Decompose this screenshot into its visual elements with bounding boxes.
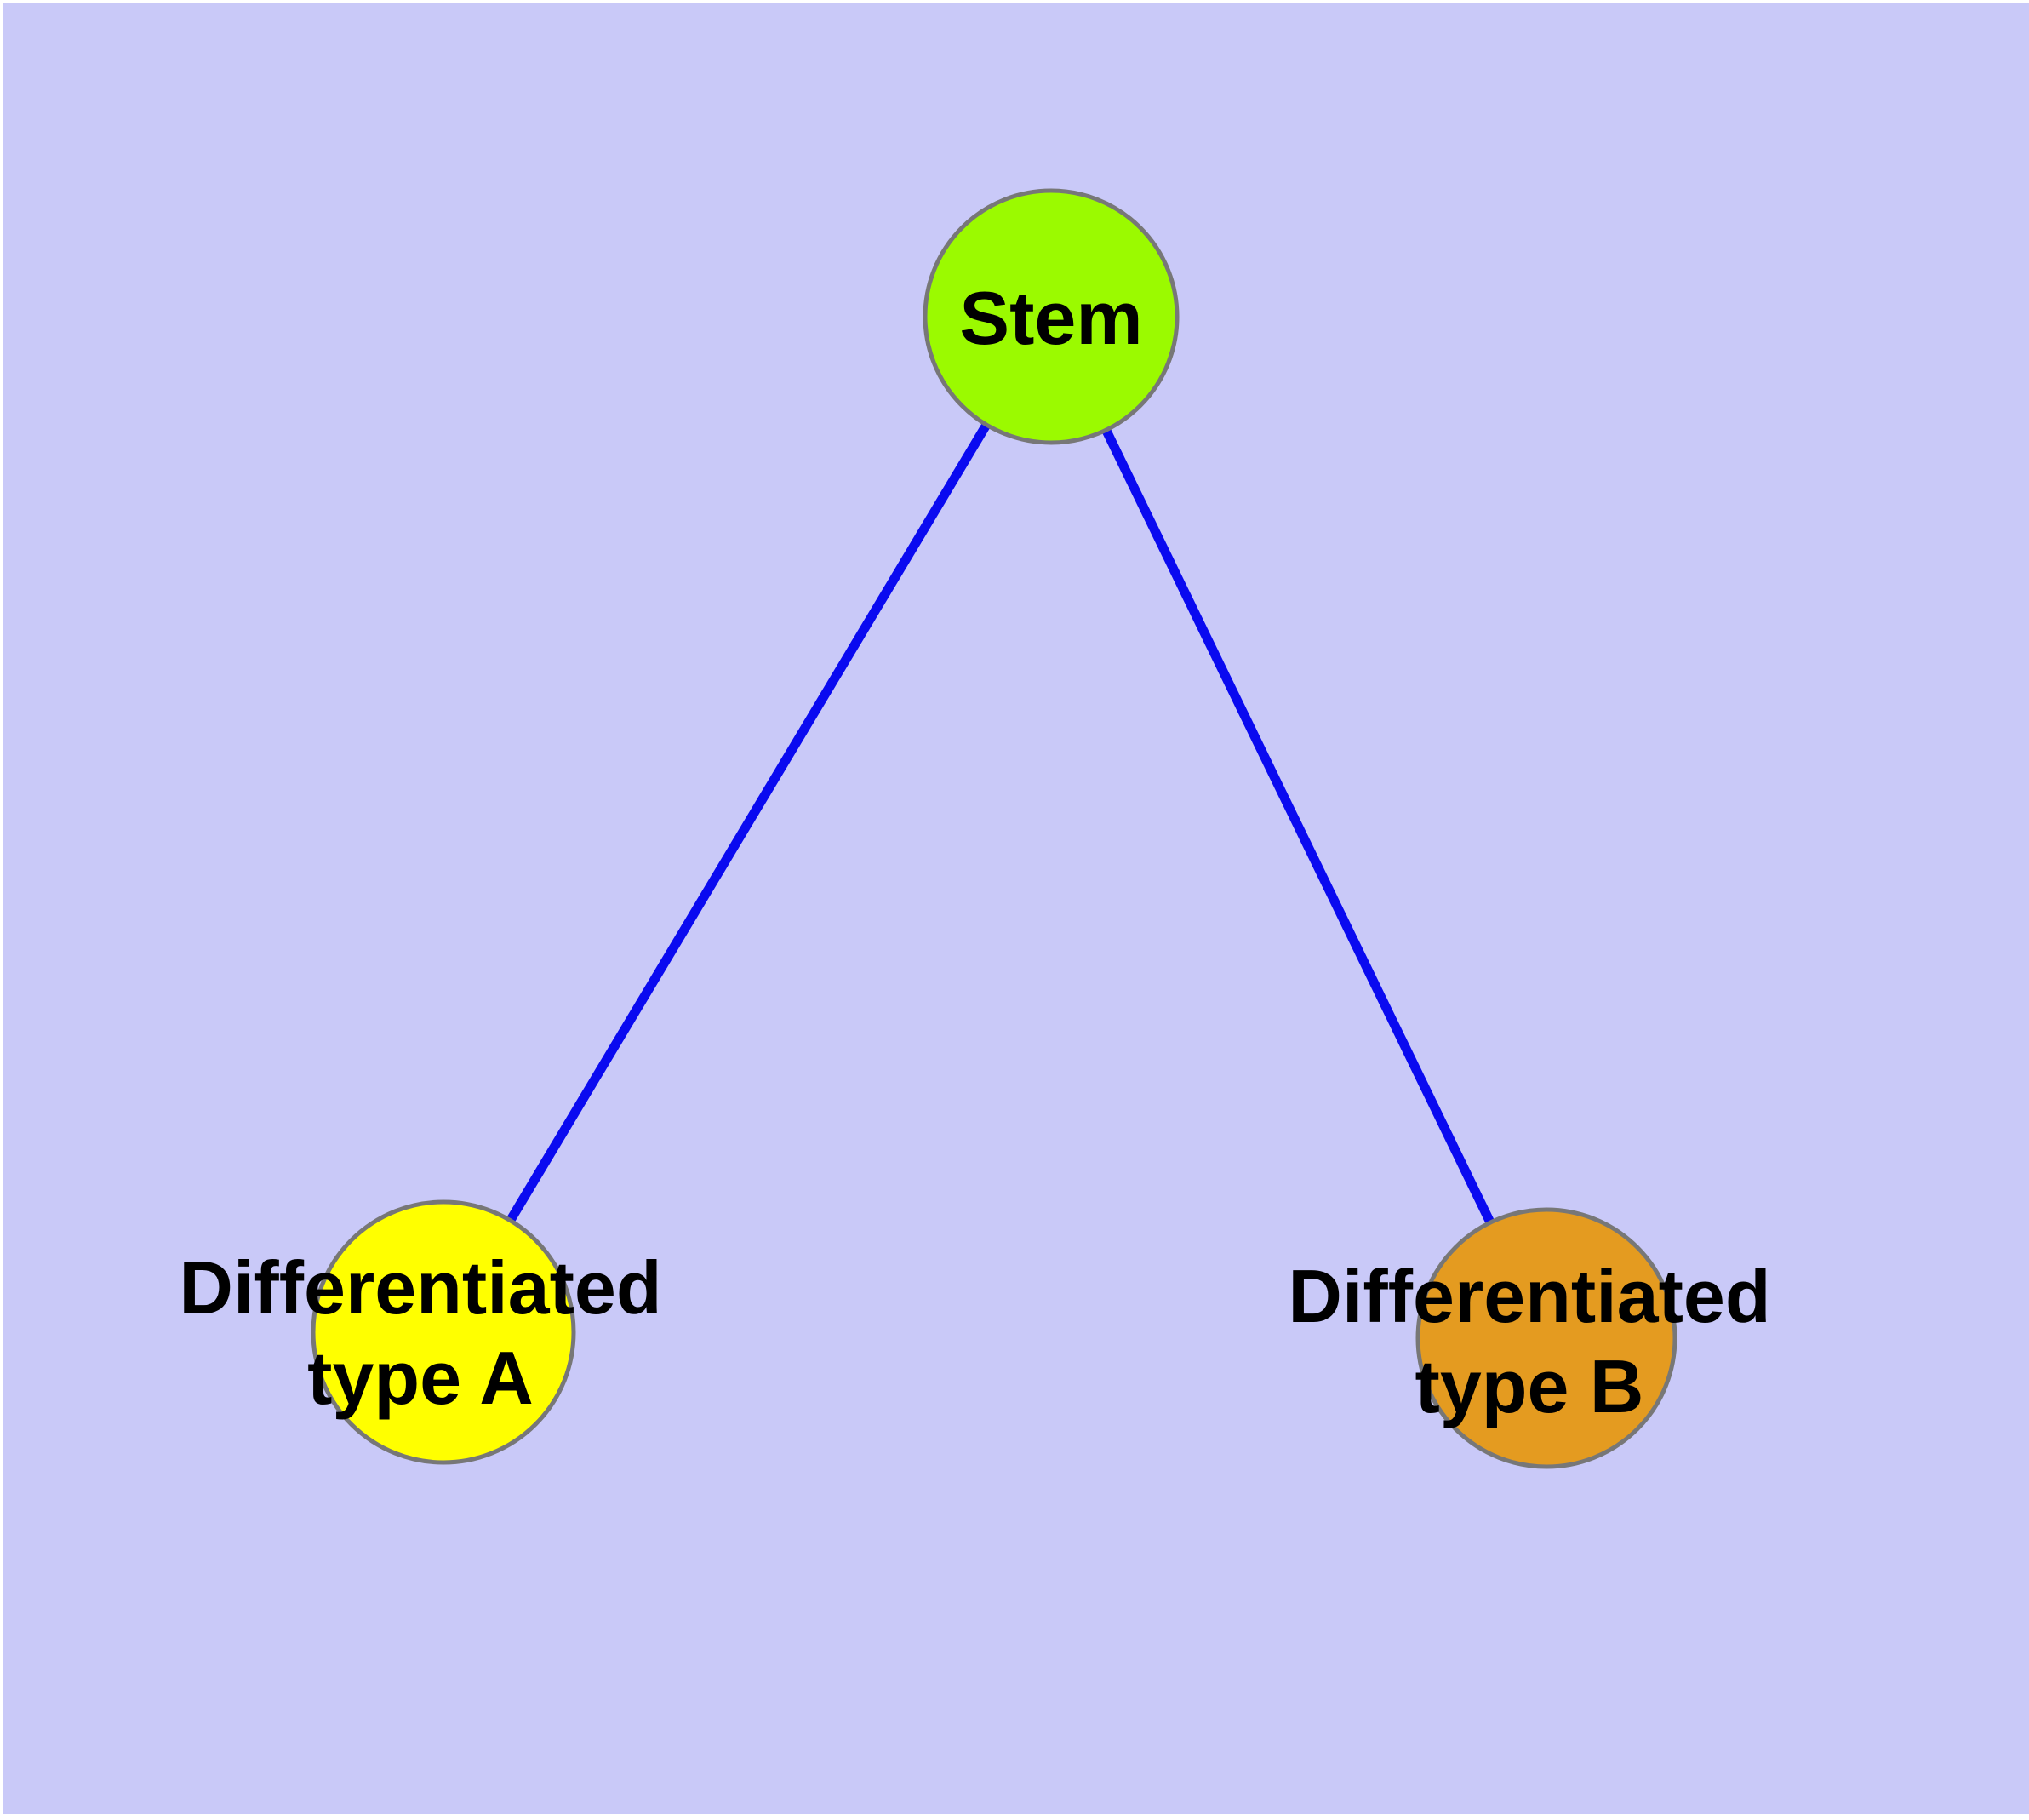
node-type-b-label-line1: Differentiated (1288, 1254, 1771, 1338)
node-stem-label: Stem (959, 273, 1142, 363)
node-stem-circle (923, 188, 1180, 445)
node-differentiated-type-a-circle (311, 1199, 576, 1465)
node-differentiated-type-b-label: Differentiated type B (1288, 1251, 1770, 1432)
node-differentiated-type-b-circle (1415, 1207, 1677, 1469)
edge-stem-to-type-b (1047, 314, 1551, 1341)
node-type-a-label-line1: Differentiated (179, 1245, 662, 1330)
node-stem-label-text: Stem (959, 276, 1143, 360)
node-type-a-label-line2: type A (307, 1336, 534, 1420)
node-type-b-label-line2: type B (1415, 1344, 1644, 1428)
edge-stem-to-type-a (439, 314, 1055, 1335)
node-differentiated-type-a-label: Differentiated type A (179, 1243, 661, 1423)
